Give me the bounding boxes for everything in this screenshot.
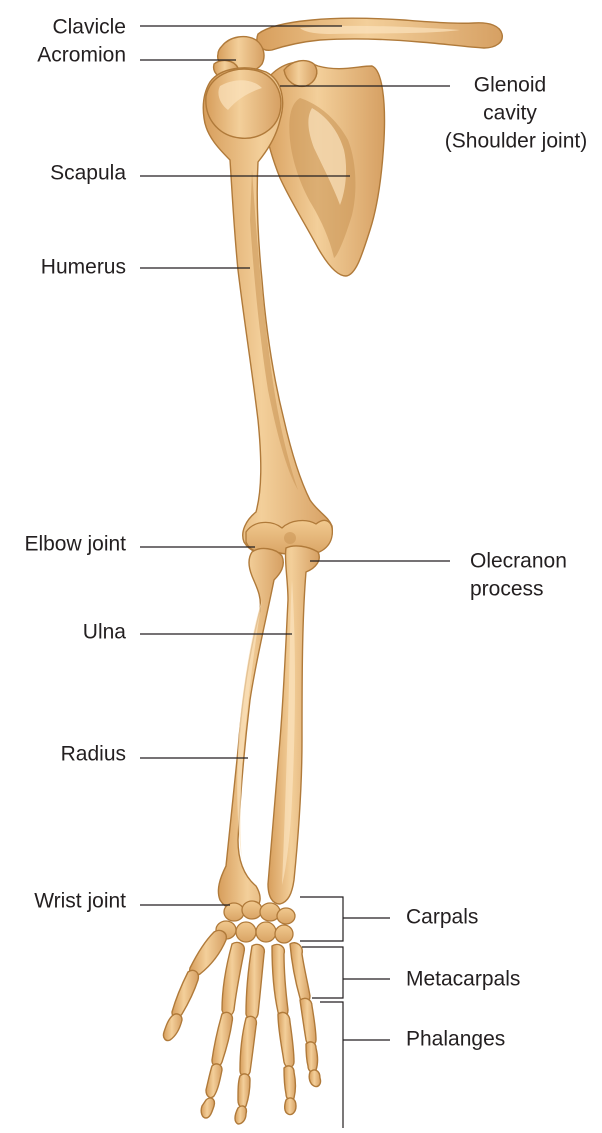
carpal-bones (216, 901, 295, 943)
carpals-label: Carpals (406, 906, 478, 929)
phalanx-bones (163, 970, 320, 1124)
olecranon-label-line1: Olecranon (470, 550, 567, 573)
metacarpal-bones (190, 930, 310, 1020)
clavicle-label: Clavicle (52, 16, 126, 39)
ulna-bone (268, 546, 319, 904)
glenoid-label-line1: Glenoid (474, 74, 546, 97)
phalanges-label: Phalanges (406, 1028, 505, 1051)
ulna-label: Ulna (83, 621, 127, 644)
glenoid-label-line3: (Shoulder joint) (445, 130, 587, 153)
scapula-label: Scapula (50, 162, 126, 185)
olecranon-label-line2: process (470, 578, 544, 601)
wrist-joint-label: Wrist joint (34, 890, 126, 913)
glenoid-label-line2: cavity (483, 102, 537, 125)
clavicle-bone (257, 18, 502, 50)
metacarpals-label: Metacarpals (406, 968, 520, 991)
carpals-bracket (300, 897, 390, 941)
radius-label: Radius (61, 743, 126, 766)
elbow-joint-label: Elbow joint (24, 533, 126, 556)
acromion-label: Acromion (37, 44, 126, 67)
bones (163, 18, 502, 1124)
humerus-label: Humerus (41, 256, 126, 279)
phalanges-bracket (320, 1002, 390, 1128)
metacarpals-bracket (302, 947, 390, 998)
